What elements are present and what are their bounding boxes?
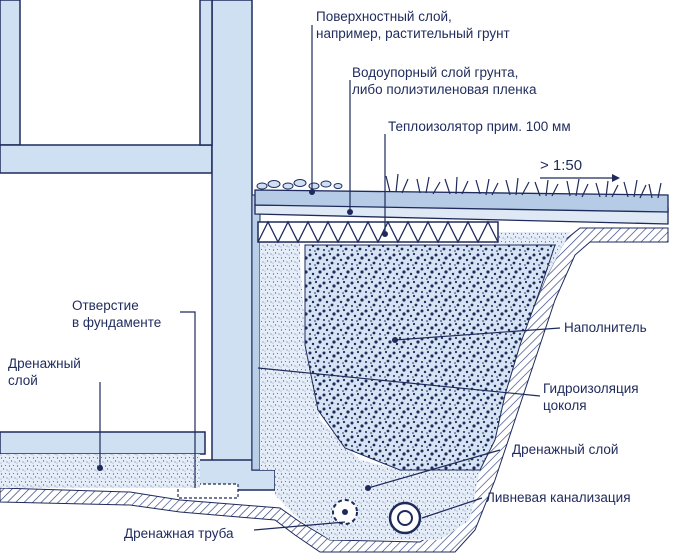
storm-sewer-pipe-icon xyxy=(388,501,422,535)
filler-gravel xyxy=(304,244,556,471)
drain-pipe-icon xyxy=(332,499,358,525)
label-plinth-waterproofing-line2: цоколя xyxy=(543,398,587,413)
label-drainage-layer-left-line2: слой xyxy=(8,373,38,388)
label-drain-pipe: Дренажная труба xyxy=(124,526,234,541)
upper-left-wall xyxy=(0,0,21,146)
label-drainage-layer-left-line1: Дренажный xyxy=(8,356,81,371)
main-wall xyxy=(211,0,253,471)
label-storm-sewer: Ливневая канализация xyxy=(486,490,631,505)
label-surface-layer-line1: Поверхностный слой, xyxy=(316,9,452,24)
grass xyxy=(385,173,662,199)
drainage-backfill xyxy=(260,240,480,540)
label-filler: Наполнитель xyxy=(564,320,647,335)
label-foundation-hole-line1: Отверстие xyxy=(72,298,139,313)
label-waterproof-soil-line2: либо полиэтиленовая пленка xyxy=(352,82,537,97)
label-plinth-waterproofing-line1: Гидроизоляция xyxy=(543,381,639,396)
surface-top-layer xyxy=(254,189,669,213)
leader-lines xyxy=(97,25,561,531)
label-foundation-hole-line2: в фундаменте xyxy=(72,315,161,330)
label-slope: > 1:50 xyxy=(540,157,582,174)
slope-arrowhead xyxy=(612,174,620,182)
surface-stones xyxy=(256,179,343,190)
label-drainage-layer-right: Дренажный слой xyxy=(512,442,618,457)
upper-floor-slab xyxy=(0,144,213,174)
label-surface-layer-line2: например, растительный грунт xyxy=(316,26,510,41)
insulation-board xyxy=(257,220,499,244)
building-walls xyxy=(0,0,276,499)
label-insulation: Теплоизолятор прим. 100 мм xyxy=(388,119,571,134)
inner-wall-top xyxy=(199,0,213,146)
label-waterproof-soil-line1: Водоупорный слой грунта, xyxy=(352,65,518,80)
lower-floor-slab xyxy=(0,431,206,455)
